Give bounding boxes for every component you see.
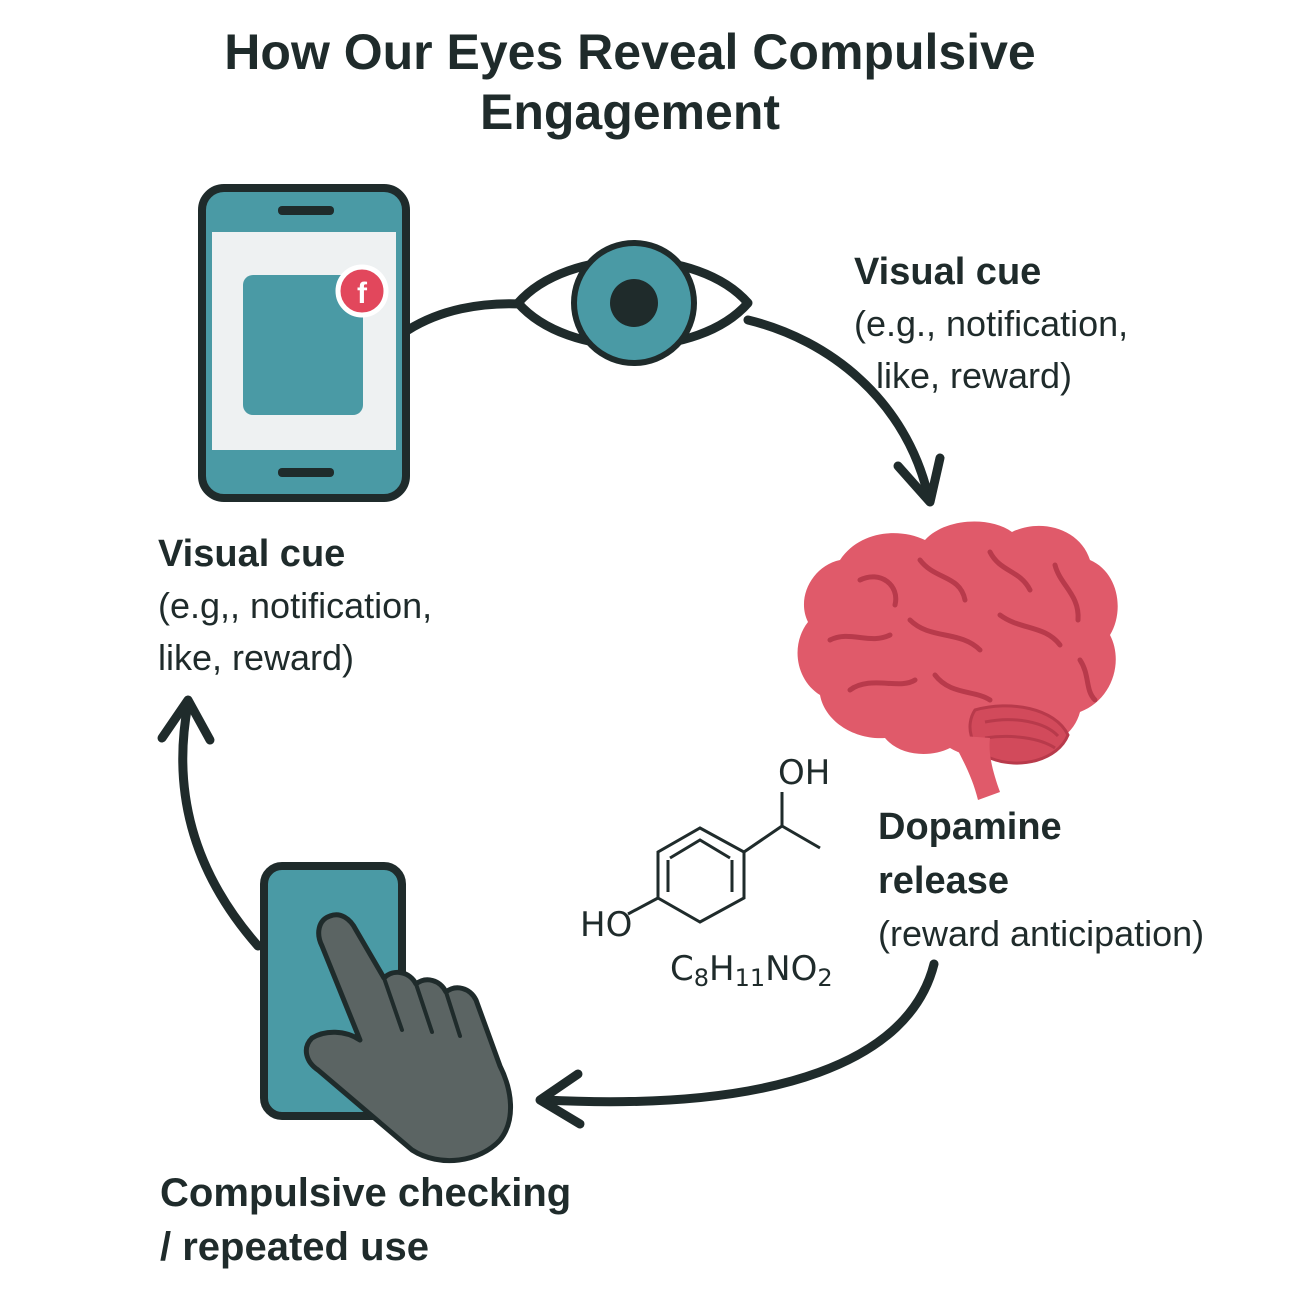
arrow-eye-to-brain [743,315,945,507]
visual-cue-right-sub2: like, reward) [876,355,1073,396]
brain-icon [797,521,1118,800]
tapping-hand-icon [260,862,513,1164]
molecule-ho-label: HO [580,905,632,945]
molecule-oh-label: OH [778,753,830,793]
label-visual-cue-right: Visual cue (e.g., notification, like, re… [854,246,1128,402]
smartphone-icon: f [198,184,410,502]
eye-icon [513,240,753,366]
title-line-1: How Our Eyes Reveal Compulsive [224,24,1036,80]
dopamine-heading-2: release [878,860,1010,902]
arrow-dopamine-to-compulsive [535,959,939,1129]
notification-badge: f [357,277,368,310]
visual-cue-left-heading: Visual cue [158,533,346,575]
compulsive-heading-1: Compulsive checking [160,1171,572,1215]
visual-cue-right-sub1: (e.g., notification, [854,303,1129,344]
visual-cue-left-sub1: (e.g,, notification, [158,585,433,626]
page-title: How Our Eyes Reveal Compulsive Engagemen… [0,22,1260,142]
compulsive-heading-2: / repeated use [160,1225,430,1269]
title-line-2: Engagement [479,84,781,140]
label-compulsive-checking: Compulsive checking / repeated use [160,1166,571,1274]
molecule-formula: C8H11NO2 [670,949,833,992]
connector-phone-eye [403,299,527,335]
label-visual-cue-left: Visual cue (e.g,, notification, like, re… [158,528,432,684]
molecule-icon [627,792,821,924]
dopamine-heading-1: Dopamine [878,806,1062,848]
arrow-compulsive-to-cue [157,695,263,951]
label-dopamine-release: Dopamine release (reward anticipation) [878,800,1204,960]
visual-cue-right-heading: Visual cue [854,251,1042,293]
visual-cue-left-sub2: like, reward) [158,637,355,678]
dopamine-sub: (reward anticipation) [878,913,1205,954]
